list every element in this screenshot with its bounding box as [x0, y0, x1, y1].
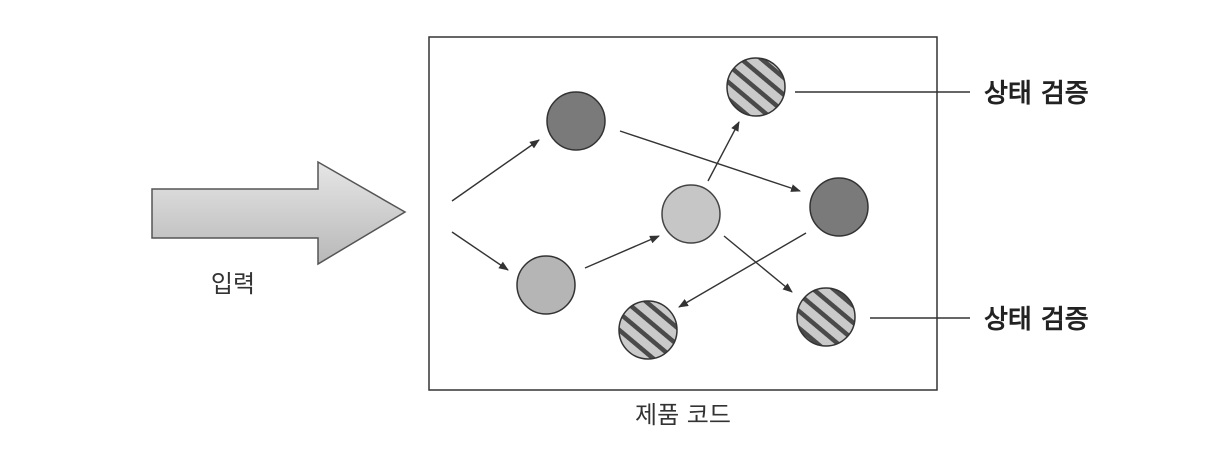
state-check-label-top: 상태 검증: [984, 79, 1089, 109]
node-hatched-bottom-right: [796, 287, 856, 347]
node-dark-top: [546, 91, 606, 151]
edge-dark-top-to-dark-right: [619, 130, 801, 192]
state-check-label-bottom: 상태 검증: [984, 305, 1089, 335]
node-medium-bottom-left: [516, 255, 576, 315]
input-arrow: [151, 160, 407, 266]
node-hatched-top-right: [726, 57, 786, 117]
product-code-box: [428, 36, 938, 391]
edge-entry-to-dark-top: [451, 139, 540, 202]
node-dark-right: [809, 177, 869, 237]
node-hatched-bottom-center: [618, 300, 678, 360]
edge-medium-to-light-center: [584, 235, 660, 269]
edge-entry-to-medium-bottom-left: [451, 231, 509, 271]
edge-light-center-to-hatched-bottom-right: [723, 235, 793, 293]
edge-dark-right-to-hatched-bottom-center: [678, 232, 807, 308]
product-code-label: 제품 코드: [635, 401, 731, 429]
input-label: 입력: [211, 270, 255, 298]
edge-light-center-to-hatched-top-right: [707, 121, 740, 182]
node-light-center: [661, 184, 721, 244]
